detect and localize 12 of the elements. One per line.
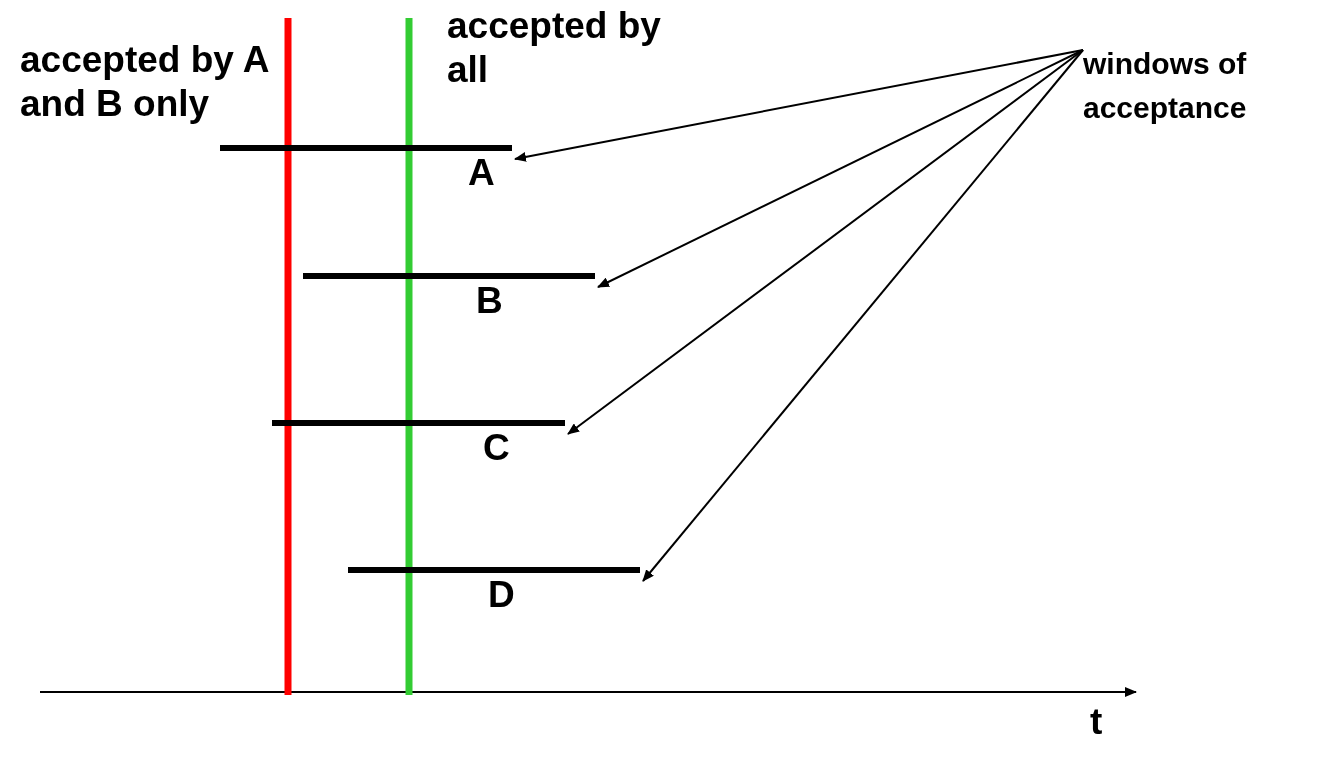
callout-text: windows of acceptance bbox=[1083, 42, 1318, 136]
leader-arrow bbox=[514, 49, 1084, 162]
leader-arrow bbox=[597, 49, 1084, 288]
annotation-text: accepted by all bbox=[447, 4, 662, 92]
leader-arrow bbox=[567, 49, 1084, 435]
window-bar: B bbox=[303, 273, 595, 329]
window-bar: C bbox=[272, 420, 565, 476]
leader-arrow bbox=[642, 49, 1084, 582]
window-bar: A bbox=[220, 145, 512, 201]
axis-label: t bbox=[1090, 700, 1104, 744]
window-bar: D bbox=[348, 567, 640, 623]
annotation-text: accepted by A and B only bbox=[20, 38, 270, 126]
